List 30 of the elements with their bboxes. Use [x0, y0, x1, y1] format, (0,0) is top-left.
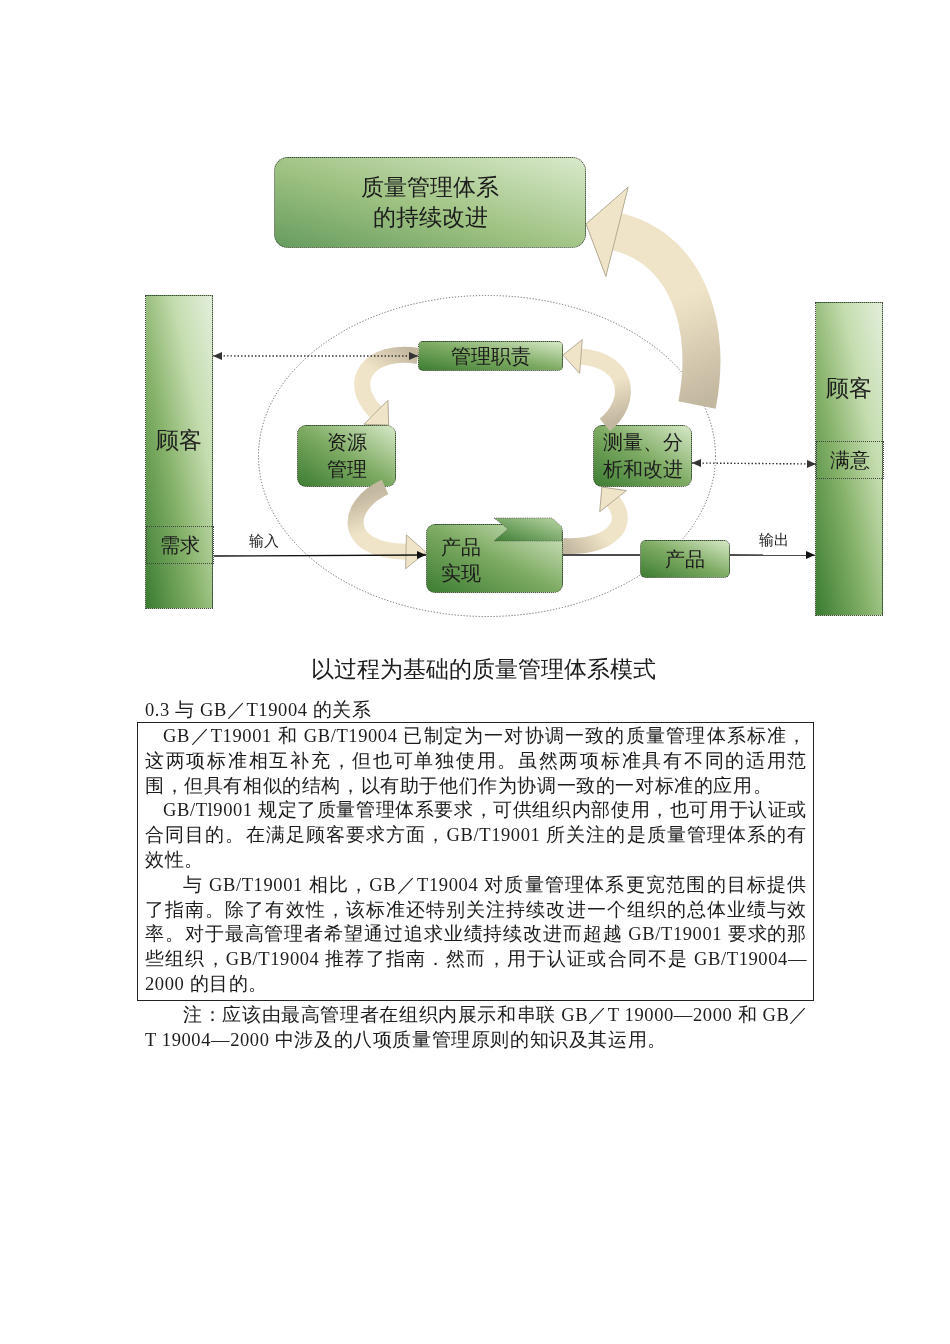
column-label: 顾客	[826, 375, 872, 403]
process-box: 质量管理体系的持续改进	[274, 157, 586, 248]
figure-caption: 以过程为基础的质量管理体系模式	[310, 656, 656, 684]
process-box: 资源管理	[297, 425, 396, 487]
double-arrow	[691, 459, 817, 468]
box-label: 产品实现	[441, 535, 482, 586]
column-label: 顾客	[156, 427, 202, 455]
curved-arrow	[354, 346, 419, 427]
process-box: 产品	[640, 540, 730, 578]
column-cell: 满意	[816, 441, 884, 479]
arrow	[213, 551, 427, 560]
connector-line	[562, 554, 641, 556]
text-frame	[137, 722, 814, 1001]
paragraph: GB／T19001 和 GB/T19004 已制定为一对协调一致的质量管理体系标准，这两项标准相互补充，但也可单独使用。虽然两项标准具有不同的适用范围，但具有相似的结构，以有助于他们作为协调一致的一对标准的应用。	[145, 725, 807, 798]
process-box: 测量、分析和改进	[593, 425, 692, 487]
curved-arrow	[562, 339, 631, 431]
edge-label: 输出	[757, 531, 790, 550]
curved-arrow	[347, 479, 427, 570]
curved-arrow	[563, 485, 628, 555]
paragraph: 与 GB/T19001 相比，GB／T19004 对质量管理体系更宽范围的目标提供了指南。除了有效性，该标准还特别关注持续改进一个组织的总体业绩与效率。对于最高管理者希望通过追求业绩持续改进而超越 GB/T19001 要求的那些组织，GB/T19004 推荐了指南．然而，用于认证或合同不是 GB/T19004—2000 的目的。	[145, 873, 807, 996]
edge-label: 输入	[248, 531, 280, 550]
column-cell: 需求	[146, 526, 214, 564]
customer-column	[145, 295, 213, 609]
note-text: 注：应该由最高管理者在组织内展示和串联 GB／T 19000—2000 和 GB／T 19004—2000 中涉及的八项质量管理原则的知识及其运用。	[145, 1003, 809, 1052]
double-arrow	[212, 351, 419, 360]
arrow	[729, 551, 816, 560]
paragraph: GB/Tl9001 规定了质量管理体系要求，可供组织内部使用，也可用于认证或合同目的。在满足顾客要求方面，GB/T19001 所关注的是质量管理体系的有效性。	[145, 799, 807, 872]
section-heading: 0.3 与 GB／T19004 的关系	[145, 699, 372, 722]
customer-column	[815, 302, 883, 616]
process-box: 管理职责	[418, 341, 563, 371]
